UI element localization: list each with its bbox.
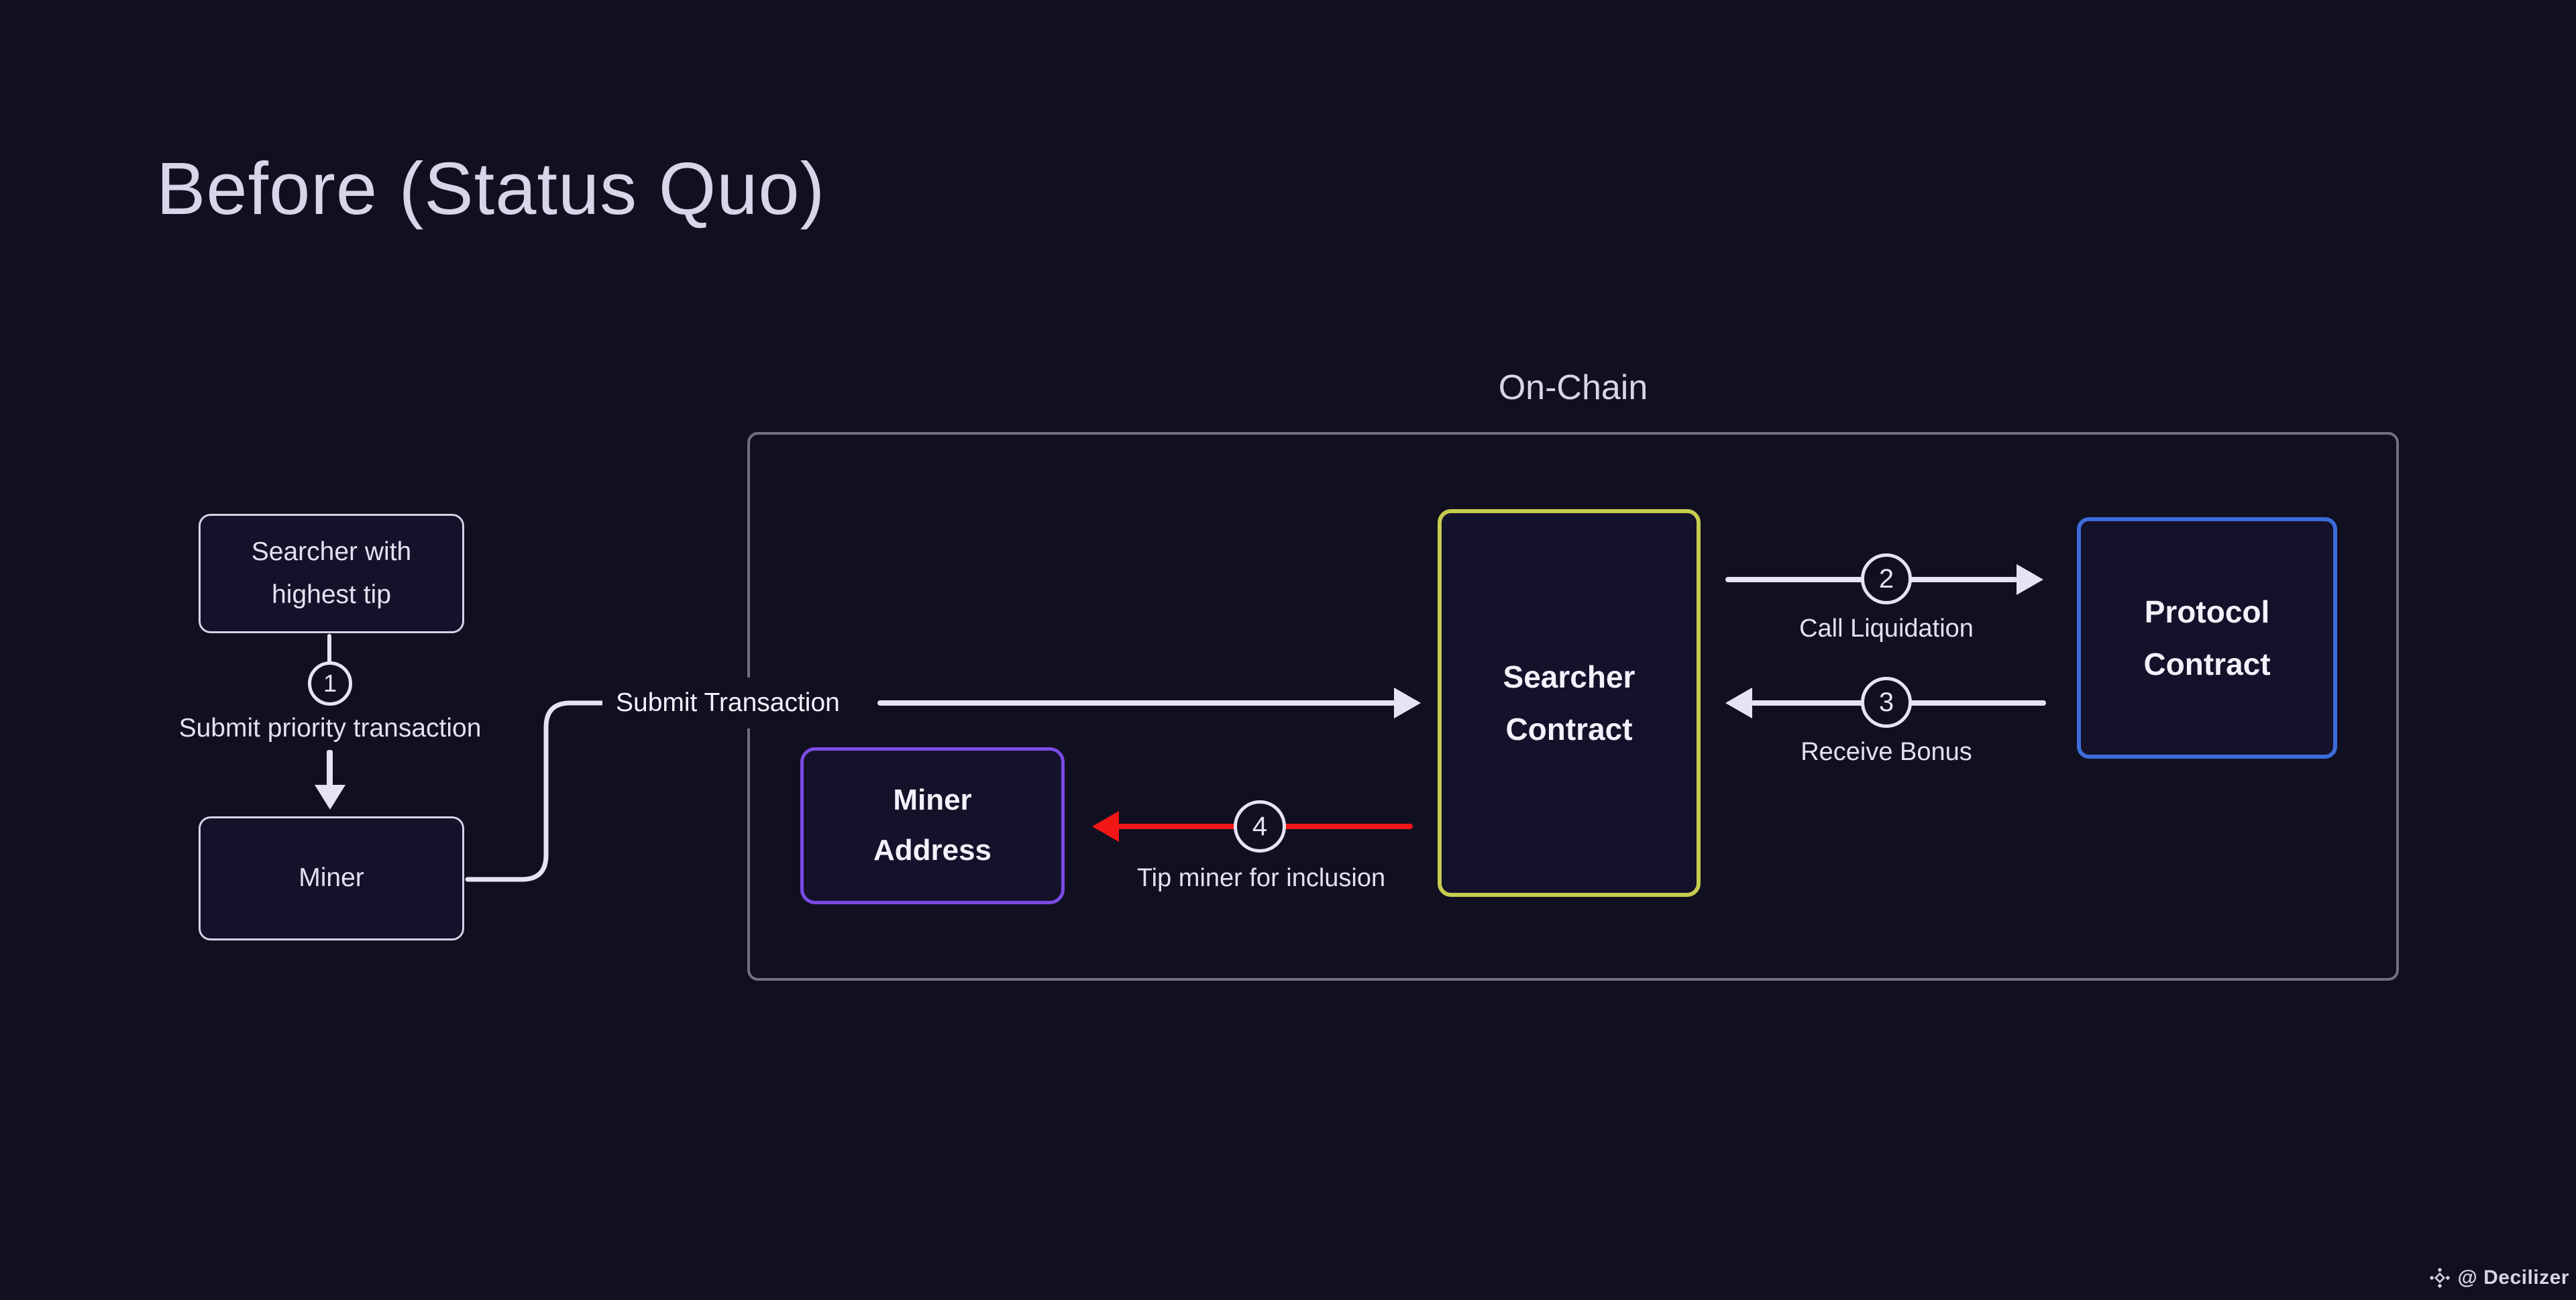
submit-transaction-arrow-line	[877, 700, 1395, 706]
onchain-zone-label: On-Chain	[1498, 368, 1648, 407]
step4-label: Tip miner for inclusion	[1136, 864, 1386, 892]
node-protocol-contract-line2: Contract	[2143, 647, 2271, 682]
page-title: Before (Status Quo)	[156, 148, 826, 230]
step4-circle: 4	[1234, 800, 1286, 853]
call-liquidation-arrowhead-icon	[2017, 564, 2043, 595]
down-arrow-shaft	[327, 750, 333, 786]
node-miner: Miner	[199, 816, 464, 940]
node-miner-label: Miner	[299, 863, 364, 893]
diamond-logo-icon	[2429, 1267, 2450, 1289]
down-arrowhead-icon	[315, 785, 345, 810]
watermark-text: @ Decilizer	[2457, 1266, 2569, 1289]
step3-label: Receive Bonus	[1801, 738, 1972, 766]
submit-transaction-label: Submit Transaction	[602, 678, 853, 728]
node-searcher-contract-line2: Contract	[1505, 712, 1633, 747]
step2-circle: 2	[1861, 553, 1912, 604]
step2-label: Call Liquidation	[1799, 614, 1974, 643]
node-protocol-contract: Protocol Contract	[2077, 517, 2337, 759]
step1-circle: 1	[308, 661, 352, 706]
node-miner-address: Miner Address	[800, 747, 1065, 904]
node-protocol-contract-line1: Protocol	[2144, 594, 2270, 629]
node-searcher-line1: Searcher with	[251, 537, 412, 566]
step1-stem-line	[327, 634, 331, 665]
step1-label: Submit priority transaction	[178, 714, 482, 743]
submit-transaction-text: Submit Transaction	[616, 688, 840, 717]
receive-bonus-arrowhead-icon	[1725, 688, 1752, 718]
submit-transaction-arrowhead-icon	[1394, 688, 1421, 718]
node-searcher-line2: highest tip	[272, 580, 391, 609]
node-miner-address-line2: Address	[873, 834, 992, 867]
node-searcher-contract-line1: Searcher	[1503, 659, 1635, 694]
node-searcher: Searcher with highest tip	[199, 514, 464, 633]
tip-miner-arrowhead-icon	[1092, 811, 1119, 842]
watermark: @ Decilizer	[2428, 1266, 2570, 1289]
node-searcher-contract: Searcher Contract	[1438, 509, 1701, 897]
node-miner-address-line1: Miner	[893, 783, 972, 817]
step3-circle: 3	[1861, 677, 1912, 728]
